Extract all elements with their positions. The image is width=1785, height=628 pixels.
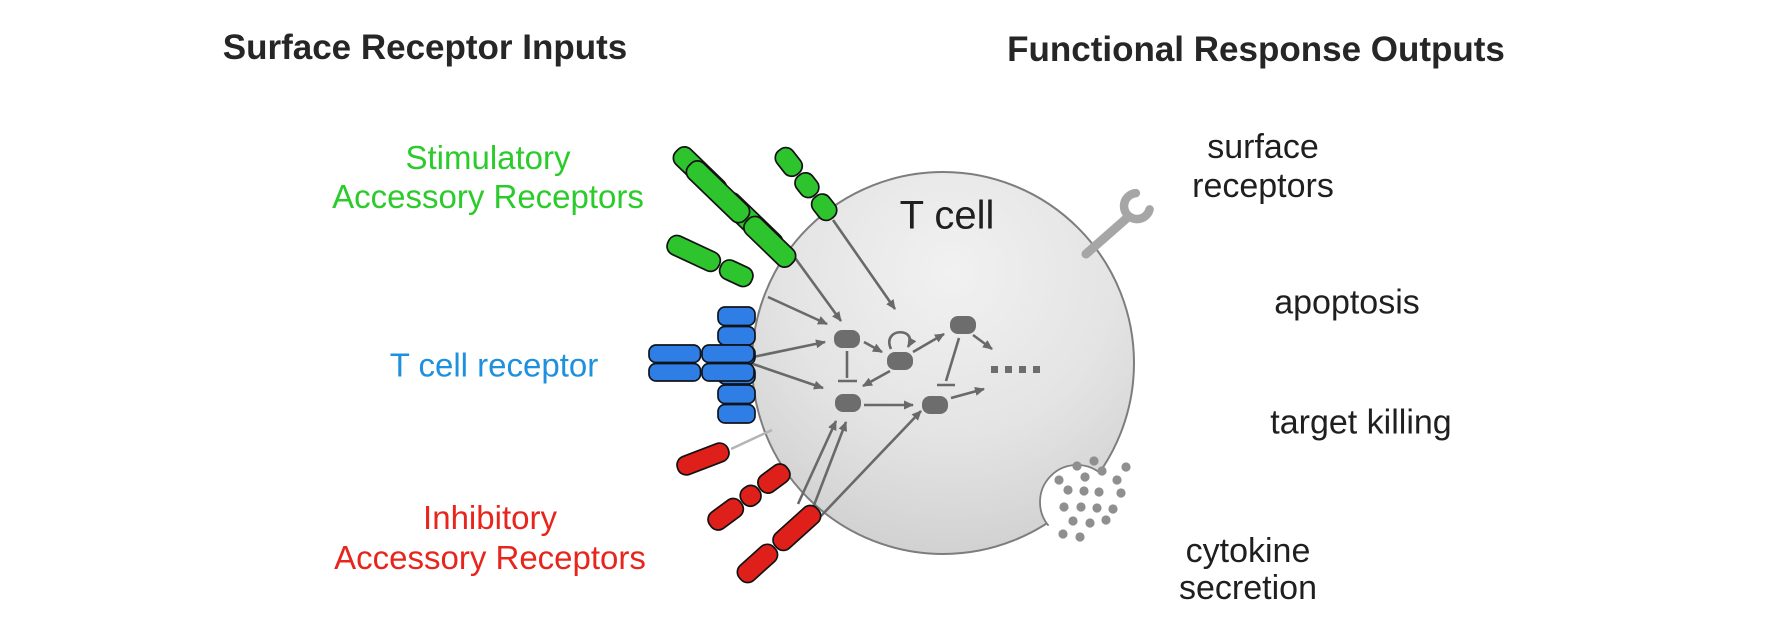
signaling-node — [922, 396, 948, 414]
inhibitory-label-line1: Inhibitory — [423, 499, 557, 536]
cytokine-label-line2: secretion — [1179, 569, 1317, 607]
cytokine-dots-icon — [1054, 456, 1131, 542]
signaling-node — [950, 316, 976, 334]
stimulatory-label-line1: Stimulatory — [405, 139, 571, 176]
apoptosis-label: apoptosis — [1274, 283, 1420, 322]
inhibitory-receptors-label: Inhibitory Accessory Receptors — [334, 498, 646, 578]
signaling-node — [887, 352, 913, 370]
cytokine-label-line1: cytokine — [1185, 532, 1311, 570]
tcr-label: T cell receptor — [389, 346, 599, 384]
outputs-title: Functional Response Outputs — [1007, 30, 1505, 69]
inputs-title: Surface Receptor Inputs — [222, 28, 628, 67]
inhibitory-label-line2: Accessory Receptors — [334, 539, 646, 576]
target-killing-label: target killing — [1270, 403, 1452, 442]
t-cell-label: T cell — [899, 193, 995, 238]
signaling-node — [834, 330, 860, 348]
stimulatory-receptor-icon — [666, 146, 838, 288]
stimulatory-receptors-label: Stimulatory Accessory Receptors — [332, 138, 644, 216]
signaling-node — [835, 394, 861, 412]
cytokine-notch — [1039, 464, 1115, 540]
surface-receptors-label: surface receptors — [1192, 128, 1334, 206]
cytokine-secretion-label: cytokine secretion — [1179, 533, 1317, 607]
surface-receptors-label-line2: receptors — [1192, 167, 1334, 205]
tcr-complex-icon — [648, 306, 756, 424]
network-continuation-dots — [991, 366, 1040, 373]
signaling-network-icon — [752, 219, 993, 518]
surface-receptor-fork-icon — [1081, 188, 1154, 259]
receptor-membrane-link — [730, 428, 773, 451]
signaling-nodes — [834, 316, 1040, 414]
inhibitory-receptor-icon — [676, 442, 822, 584]
surface-receptors-label-line1: surface — [1207, 128, 1319, 166]
stimulatory-label-line2: Accessory Receptors — [332, 178, 644, 215]
